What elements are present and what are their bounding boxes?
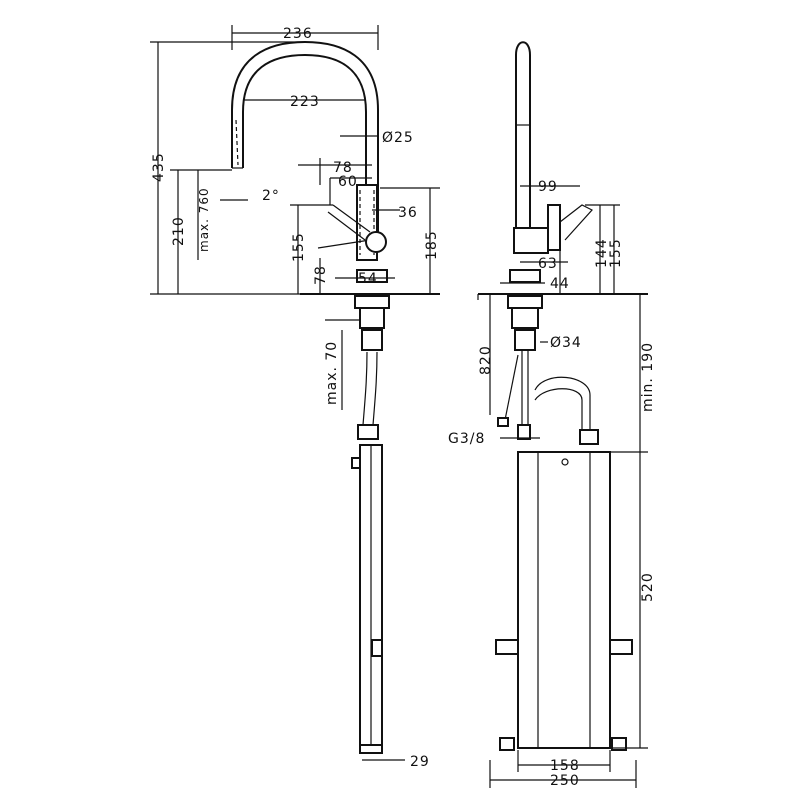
weight-box-side xyxy=(517,451,611,749)
dim-155: 155 xyxy=(291,232,307,262)
dim-223: 223 xyxy=(290,94,320,110)
dim-236: 236 xyxy=(283,26,313,42)
dim-max70: max. 70 xyxy=(324,341,340,405)
dim-144: 144 xyxy=(594,238,610,268)
side-view xyxy=(478,41,648,751)
dim-63: 63 xyxy=(538,256,558,272)
side-body xyxy=(513,227,549,254)
dim-d25: Ø25 xyxy=(382,130,414,146)
dim-min190: min. 190 xyxy=(640,342,656,412)
spout-inner xyxy=(242,53,367,245)
side-dimensions xyxy=(477,185,648,788)
dim-54: 54 xyxy=(358,271,378,287)
dim-44: 44 xyxy=(550,276,570,292)
front-view xyxy=(231,40,440,754)
dim-thread: G3/8 xyxy=(448,431,485,447)
lever-knob xyxy=(365,231,387,253)
dim-78-base: 78 xyxy=(313,265,329,285)
dim-angle: 2° xyxy=(262,188,280,204)
dim-520: 520 xyxy=(640,572,656,602)
dim-158: 158 xyxy=(550,758,580,774)
dim-435: 435 xyxy=(151,152,167,182)
lever xyxy=(327,204,371,241)
front-dimensions xyxy=(150,25,440,761)
dim-36: 36 xyxy=(398,205,418,221)
dim-max760: max. 760 xyxy=(197,187,211,252)
dim-d34: Ø34 xyxy=(550,335,582,351)
dim-185: 185 xyxy=(424,230,440,260)
dim-210: 210 xyxy=(171,216,187,246)
dim-60: 60 xyxy=(338,174,358,190)
side-spout xyxy=(515,41,531,231)
dim-820: 820 xyxy=(478,345,494,375)
dim-29: 29 xyxy=(410,754,430,770)
dim-155-side: 155 xyxy=(608,238,624,268)
dim-78-lever: 78 xyxy=(333,160,353,176)
dim-99: 99 xyxy=(538,179,558,195)
dim-250: 250 xyxy=(550,773,580,789)
